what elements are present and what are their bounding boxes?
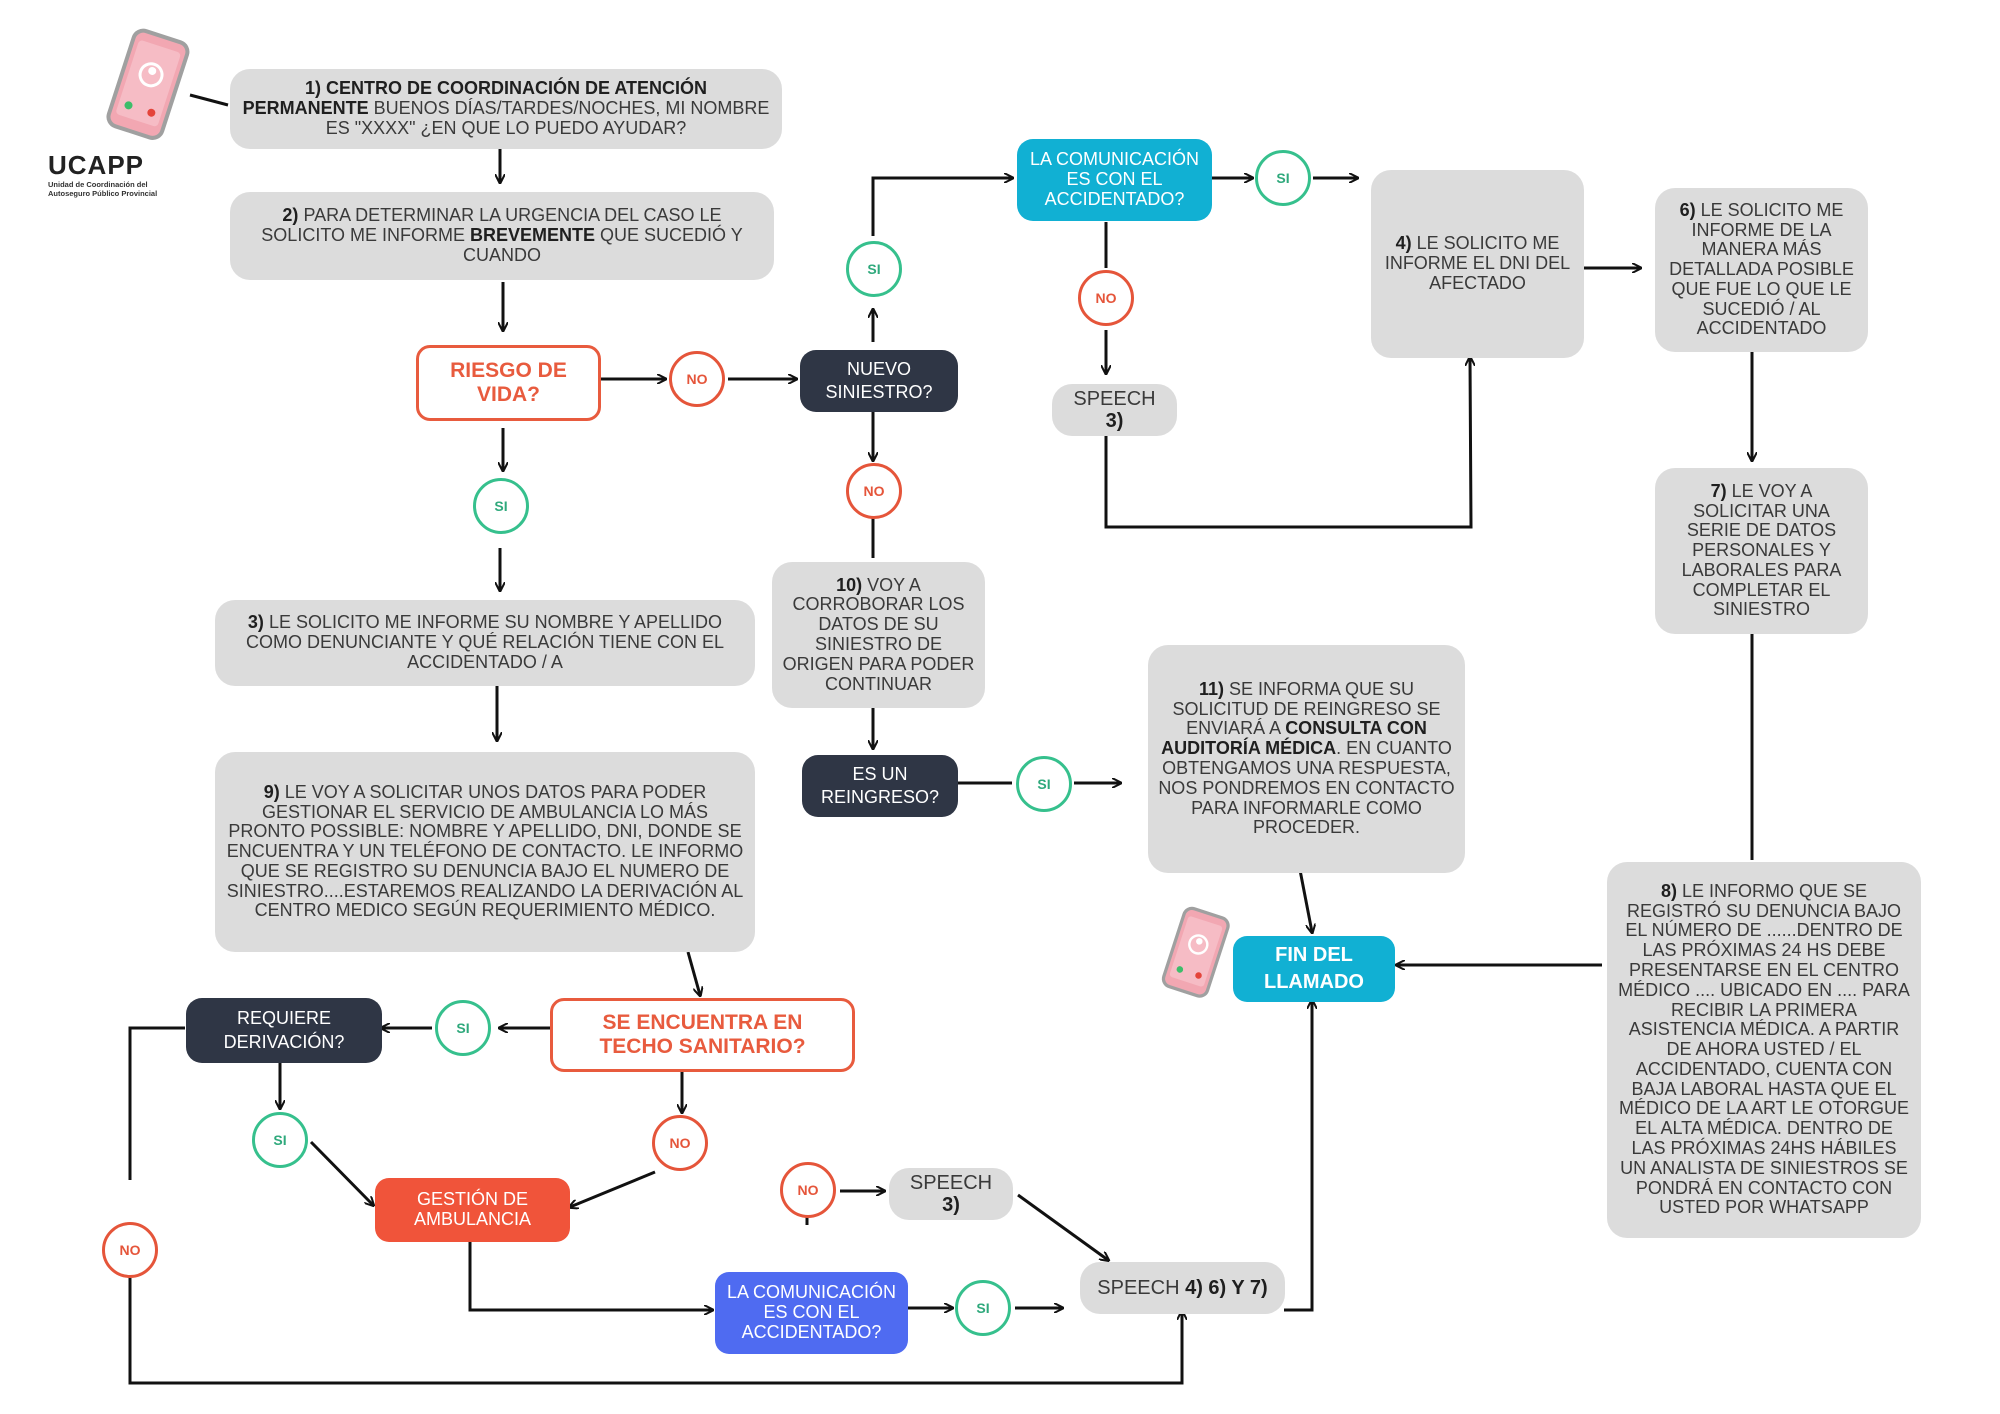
speech-4-6-7-text: SPEECH [1097,1277,1186,1299]
decision-techo-sanitario: SE ENCUENTRA EN TECHO SANITARIO? [550,998,855,1072]
label-si-riesgo: SI [473,478,529,534]
step-4-dni: 4) LE SOLICITO ME INFORME EL DNI DEL AFE… [1371,170,1584,358]
step-3-denunciante: 3) LE SOLICITO ME INFORME SU NOMBRE Y AP… [215,600,755,686]
step-11-bold: CONSULTA CON AUDITORÍA MÉDICA [1161,718,1427,759]
phone-icon [1150,902,1240,1002]
step-9-text: LE VOY A SOLICITAR UNOS DATOS PARA PODER… [226,781,744,921]
decision-comunicacion-accidentado-bottom: LA COMUNICACIÓN ES CON EL ACCIDENTADO? [715,1272,908,1354]
step-1-text: BUENOS DÍAS/TARDES/NOCHES, MI NOMBRE ES … [325,98,770,138]
step-10-num: 10) [836,574,863,595]
step-7-num: 7) [1710,480,1727,501]
label-no-riesgo: NO [669,351,725,407]
label-no-techo: NO [652,1115,708,1171]
fin-del-llamado: FIN DEL LLAMADO [1233,936,1395,1002]
decision-comunicacion-accidentado-top: LA COMUNICACIÓN ES CON EL ACCIDENTADO? [1017,139,1212,221]
label-no-comunicacion-bottom: NO [780,1162,836,1218]
step-2-num: 2) [282,205,299,226]
step-2-text-a: PARA DETERMINAR LA URGENCIA DEL CASO LE … [261,205,722,246]
label-si-comunicacion-top: SI [1255,150,1311,206]
gestion-de-ambulancia: GESTIÓN DE AMBULANCIA [375,1178,570,1242]
step-11-num: 11) [1198,678,1224,699]
logo-name: UCAPP [48,150,145,180]
speech-3-top-bold: 3) [1105,410,1124,432]
decision-requiere-derivacion: REQUIERE DERIVACIÓN? [186,998,382,1063]
decision-es-reingreso: ES UN REINGRESO? [802,755,958,817]
label-si-techo: SI [435,1000,491,1056]
step-4-num: 4) [1395,233,1412,254]
speech-4-6-7-bold: 4) 6) Y 7) [1185,1277,1268,1299]
step-2-text-b: QUE SUCEDIÓ Y CUANDO [462,225,743,265]
step-3-text: LE SOLICITO ME INFORME SU NOMBRE Y APELL… [245,612,725,672]
step-7-text: LE VOY A SOLICITAR UNA SERIE DE DATOS PE… [1681,480,1842,620]
step-8-text: LE INFORMO QUE SE REGISTRÓ SU DENUNCIA B… [1618,880,1910,1218]
step-11-reingreso: 11) SE INFORMA QUE SU SOLICITUD DE REING… [1148,645,1465,873]
step-4-text: LE SOLICITO ME INFORME EL DNI DEL AFECTA… [1384,233,1571,293]
step-9-ambulance-data: 9) LE VOY A SOLICITAR UNOS DATOS PARA PO… [215,752,755,952]
label-si-reingreso: SI [1016,756,1072,812]
step-7-personal-data: 7) LE VOY A SOLICITAR UNA SERIE DE DATOS… [1655,468,1868,634]
speech-3-bottom: SPEECH 3) [889,1168,1013,1220]
step-8-num: 8) [1660,880,1677,901]
logo-subtitle-1: Unidad de Coordinación del [48,180,148,189]
step-3-num: 3) [247,612,264,633]
logo-subtitle-2: Autoseguro Público Provincial [48,188,158,198]
step-8-registered: 8) LE INFORMO QUE SE REGISTRÓ SU DENUNCI… [1607,862,1921,1238]
label-si-requiere: SI [252,1112,308,1168]
decision-nuevo-siniestro: NUEVO SINIESTRO? [800,350,958,412]
step-10-text: VOY A CORROBORAR LOS DATOS DE SU SINIEST… [782,574,975,694]
step-11-text-a: SE INFORMA QUE SU SOLICITUD DE REINGRESO… [1172,678,1441,739]
step-6-num: 6) [1679,199,1696,220]
label-no-nuevo-siniestro: NO [846,463,902,519]
step-2-urgency: 2) PARA DETERMINAR LA URGENCIA DEL CASO … [230,192,774,280]
step-11-text-b: . EN CUANTO OBTENGAMOS UNA RESPUESTA, NO… [1158,738,1455,838]
label-si-comunicacion-bottom: SI [955,1280,1011,1336]
step-9-num: 9) [263,781,280,802]
speech-3-bottom-bold: 3) [942,1194,960,1216]
step-10-corroborate: 10) VOY A CORROBORAR LOS DATOS DE SU SIN… [772,562,985,708]
label-si-nuevo-siniestro: SI [846,241,902,297]
speech-3-top: SPEECH 3) [1052,384,1177,436]
decision-riesgo-de-vida: RIESGO DE VIDA? [416,345,601,421]
step-2-bold: BREVEMENTE [469,225,595,246]
step-6-detail: 6) LE SOLICITO ME INFORME DE LA MANERA M… [1655,188,1868,352]
speech-3-top-text: SPEECH [1073,388,1156,410]
speech-4-6-7: SPEECH 4) 6) Y 7) [1080,1262,1285,1314]
label-no-requiere: NO [102,1222,158,1278]
speech-3-bottom-text: SPEECH [909,1172,993,1194]
step-1-bold: CENTRO DE COORDINACIÓN DE ATENCIÓN PERMA… [242,78,708,119]
logo: UCAPP Unidad de Coordinación del Autoseg… [48,150,157,198]
step-1-num: 1) [304,78,321,99]
step-6-text: LE SOLICITO ME INFORME DE LA MANERA MÁS … [1669,199,1854,339]
label-no-comunicacion-top: NO [1078,270,1134,326]
step-1-greeting: 1) CENTRO DE COORDINACIÓN DE ATENCIÓN PE… [230,69,782,149]
phone-icon [92,24,202,144]
